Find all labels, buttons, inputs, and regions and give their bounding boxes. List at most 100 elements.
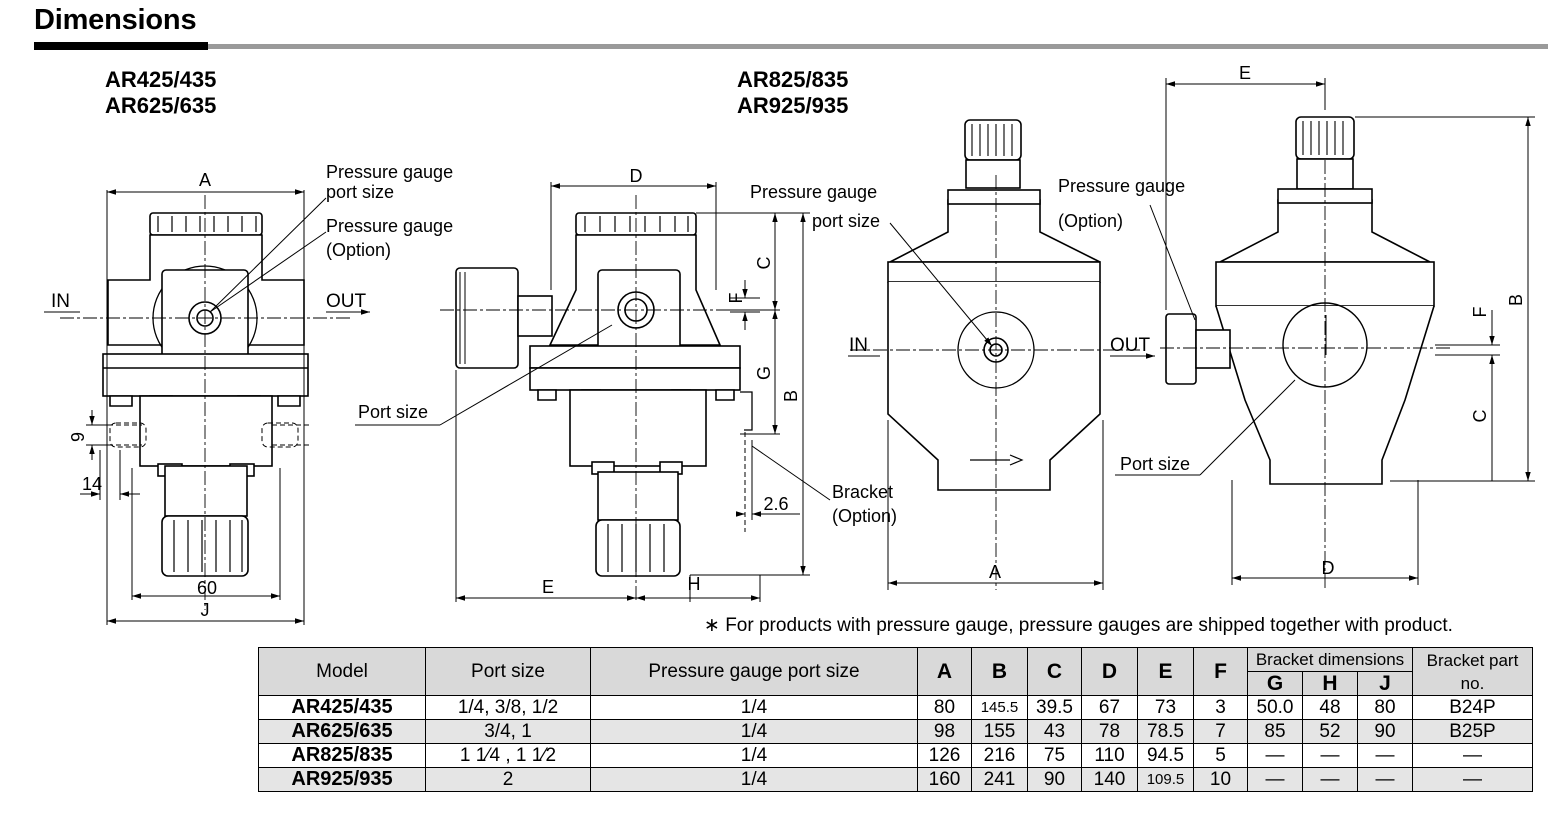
cell-G: 50.0 — [1247, 695, 1303, 720]
cell-part: — — [1412, 767, 1533, 792]
right-pg-option-label-2: (Option) — [1058, 211, 1123, 231]
dim-label-60: 60 — [197, 578, 217, 598]
model-name: AR825/835 — [737, 67, 849, 92]
cell-D: 110 — [1081, 743, 1138, 768]
cell-E: 73 — [1137, 695, 1194, 720]
cell-D: 140 — [1081, 767, 1138, 792]
right-dim-label-E: E — [1239, 63, 1251, 83]
dimension-drawing: A J 60 14 9 IN OUT Pressure gauge port s… — [44, 63, 1535, 625]
table-row: AR825/835 1 1⁄4 , 1 1⁄2 1/4 126 216 75 1… — [258, 743, 1533, 768]
model-name: AR925/935 — [737, 93, 849, 118]
right-model-heading: AR825/835 AR925/935 — [737, 67, 848, 119]
cell-model: AR425/435 — [258, 695, 426, 720]
right-side-view — [1160, 116, 1450, 590]
right-dim-label-D: D — [1322, 558, 1335, 578]
cell-B: 241 — [971, 767, 1028, 792]
header-bracket-part-no: Bracket part no. — [1412, 647, 1533, 696]
footnote: ∗ For products with pressure gauge, pres… — [704, 615, 1453, 636]
header-port-size: Port size — [425, 647, 591, 696]
header-D: D — [1081, 647, 1138, 696]
cell-G: — — [1247, 767, 1303, 792]
page-title: Dimensions — [34, 4, 197, 36]
header-G: G — [1247, 671, 1303, 696]
cell-H: 48 — [1302, 695, 1358, 720]
right-out-label: OUT — [1110, 335, 1151, 356]
cell-F: 5 — [1193, 743, 1248, 768]
right-dim-label-C: C — [1470, 410, 1490, 423]
cell-E: 94.5 — [1137, 743, 1194, 768]
left-front-view — [60, 195, 350, 610]
cell-port-size: 1/4, 3/8, 1/2 — [425, 695, 591, 720]
cell-A: 160 — [917, 767, 972, 792]
cell-E: 109.5 — [1137, 767, 1194, 792]
dim-label-F: F — [726, 293, 746, 304]
header-E: E — [1137, 647, 1194, 696]
cell-A: 98 — [917, 719, 972, 744]
dim-label-2-6: 2.6 — [763, 494, 788, 514]
side-dimension-lines — [355, 182, 831, 602]
cell-D: 78 — [1081, 719, 1138, 744]
pg-option-label-1: Pressure gauge — [326, 216, 453, 236]
cell-part: B25P — [1412, 719, 1533, 744]
dim-label-J: J — [201, 600, 210, 620]
header-pg-port-size: Pressure gauge port size — [590, 647, 918, 696]
right-pg-option-label-1: Pressure gauge — [1058, 176, 1185, 196]
table-row: AR925/935 2 1/4 160 241 90 140 109.5 10 … — [258, 767, 1533, 792]
right-dim-label-B: B — [1506, 294, 1526, 306]
dim-label-C: C — [754, 257, 774, 270]
port-size-label: Port size — [358, 402, 428, 422]
right-in-label: IN — [849, 335, 868, 356]
header-F: F — [1193, 647, 1248, 696]
title-rule — [208, 44, 1548, 49]
right-dim-label-F: F — [1470, 307, 1490, 318]
cell-pg: 1/4 — [590, 695, 918, 720]
cell-J: 80 — [1357, 695, 1413, 720]
cell-C: 39.5 — [1027, 695, 1082, 720]
dim-label-B: B — [781, 390, 801, 402]
cell-J: — — [1357, 743, 1413, 768]
cell-part: B24P — [1412, 695, 1533, 720]
pg-option-label-2: (Option) — [326, 240, 391, 260]
cell-H: — — [1302, 767, 1358, 792]
bracket-label-2: (Option) — [832, 506, 897, 526]
cell-pg: 1/4 — [590, 767, 918, 792]
cell-F: 10 — [1193, 767, 1248, 792]
dim-label-9: 9 — [68, 432, 88, 442]
dimensions-table: Model Port size Pressure gauge port size… — [258, 647, 1533, 792]
header-bracket-part-no-line2: no. — [1460, 673, 1485, 693]
cell-port-size: 3/4, 1 — [425, 719, 591, 744]
cell-F: 7 — [1193, 719, 1248, 744]
header-J: J — [1357, 671, 1413, 696]
cell-C: 43 — [1027, 719, 1082, 744]
cell-B: 216 — [971, 743, 1028, 768]
header-C: C — [1027, 647, 1082, 696]
cell-D: 67 — [1081, 695, 1138, 720]
header-bracket-part-no-line1: Bracket part — [1426, 650, 1519, 670]
cell-E: 78.5 — [1137, 719, 1194, 744]
cell-C: 75 — [1027, 743, 1082, 768]
cell-A: 80 — [917, 695, 972, 720]
cell-C: 90 — [1027, 767, 1082, 792]
cell-H: — — [1302, 743, 1358, 768]
cell-B: 145.5 — [971, 695, 1028, 720]
dim-label-14: 14 — [82, 474, 102, 494]
cell-G: 85 — [1247, 719, 1303, 744]
dim-label-H: H — [688, 574, 701, 594]
right-front-dimension-lines — [848, 222, 1155, 590]
right-side-dimension-lines — [1115, 78, 1535, 585]
header-model: Model — [258, 647, 426, 696]
table-row: AR425/435 1/4, 3/8, 1/2 1/4 80 145.5 39.… — [258, 695, 1533, 720]
header-B: B — [971, 647, 1028, 696]
cell-H: 52 — [1302, 719, 1358, 744]
dim-label-D: D — [630, 166, 643, 186]
side-view — [440, 195, 760, 600]
right-front-view — [850, 119, 1140, 590]
in-label: IN — [51, 291, 70, 312]
right-pg-port-size-label-2: port size — [812, 211, 880, 231]
cell-J: 90 — [1357, 719, 1413, 744]
right-pg-port-size-label-1: Pressure gauge — [750, 182, 877, 202]
pg-port-size-label-1: Pressure gauge — [326, 162, 453, 182]
left-dimension-lines — [44, 189, 370, 625]
header-H: H — [1302, 671, 1358, 696]
title-underline — [34, 42, 208, 50]
